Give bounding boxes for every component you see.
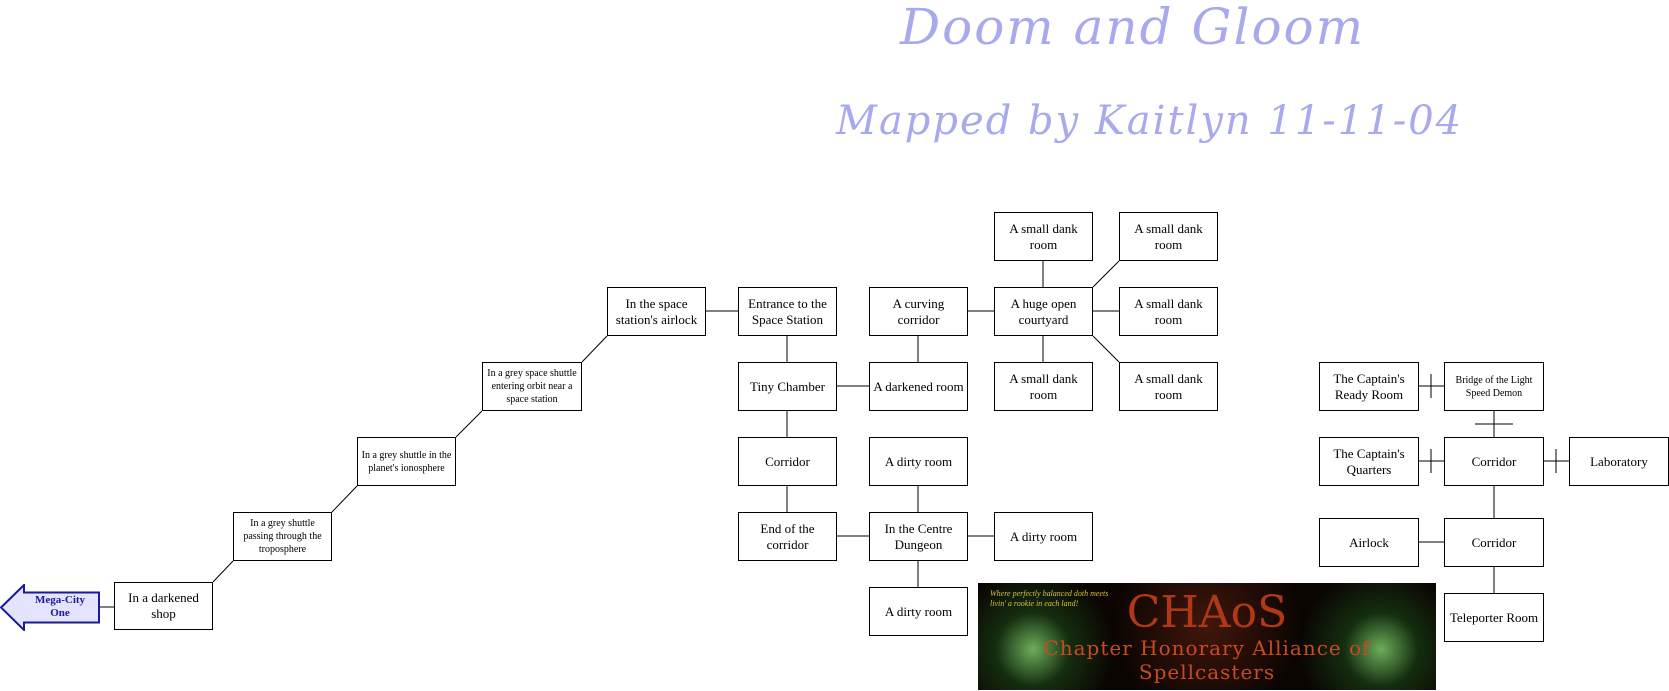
connection-line (212, 560, 234, 583)
room-curving-corridor[interactable]: A curving corridor (869, 287, 968, 336)
room-shuttle-ionosphere[interactable]: In a grey shuttle in the planet's ionosp… (357, 437, 456, 486)
room-small-dank-north[interactable]: A small dank room (994, 212, 1093, 261)
banner-guild-name: Chapter Honorary Alliance of Spellcaster… (1043, 636, 1371, 684)
room-corridor-ship[interactable]: Corridor (1444, 437, 1544, 486)
room-shuttle-troposphere[interactable]: In a grey shuttle passing through the tr… (233, 512, 332, 561)
connection-line (1092, 260, 1120, 288)
connection-line (581, 335, 608, 363)
room-captains-ready-room[interactable]: The Captain's Ready Room (1319, 362, 1419, 411)
room-in-a-darkened-shop[interactable]: In a darkened shop (114, 582, 213, 630)
room-dirty-room-north[interactable]: A dirty room (869, 437, 968, 486)
connection-line (331, 485, 358, 513)
connection-line (455, 410, 483, 438)
room-small-dank-east[interactable]: A small dank room (1119, 287, 1218, 336)
room-huge-courtyard[interactable]: A huge open courtyard (994, 287, 1093, 336)
room-small-dank-southeast[interactable]: A small dank room (1119, 362, 1218, 411)
room-airlock[interactable]: Airlock (1319, 518, 1419, 567)
banner-glow (978, 583, 1436, 690)
room-darkened-room[interactable]: A darkened room (869, 362, 968, 411)
chaos-banner[interactable]: Where perfectly balanced doth meets livi… (978, 583, 1436, 690)
banner-tagline: Where perfectly balanced doth meets livi… (990, 589, 1109, 608)
room-station-entrance[interactable]: Entrance to the Space Station (738, 287, 837, 336)
room-captains-quarters[interactable]: The Captain's Quarters (1319, 437, 1419, 486)
room-bridge[interactable]: Bridge of the Light Speed Demon (1444, 362, 1544, 411)
room-tiny-chamber[interactable]: Tiny Chamber (738, 362, 837, 411)
exit-arrow-icon (0, 584, 100, 631)
room-corridor-lower[interactable]: Corridor (1444, 518, 1544, 567)
room-centre-dungeon[interactable]: In the Centre Dungeon (869, 512, 968, 561)
room-teleporter[interactable]: Teleporter Room (1444, 593, 1544, 642)
connection-line (1092, 335, 1120, 363)
map-title: Doom and Gloom (900, 0, 1366, 56)
exit-mega-city-one[interactable]: Mega-City One (34, 594, 86, 619)
banner-logo: CHAoS (1126, 587, 1288, 638)
room-dirty-room-south[interactable]: A dirty room (869, 587, 968, 636)
room-corridor-west[interactable]: Corridor (738, 437, 837, 486)
room-small-dank-south[interactable]: A small dank room (994, 362, 1093, 411)
room-dirty-room-east[interactable]: A dirty room (994, 512, 1093, 561)
room-end-of-corridor[interactable]: End of the corridor (738, 512, 837, 561)
room-small-dank-northeast[interactable]: A small dank room (1119, 212, 1218, 261)
room-station-airlock[interactable]: In the space station's airlock (607, 287, 706, 336)
map-subtitle: Mapped by Kaitlyn 11-11-04 (836, 98, 1464, 144)
room-laboratory[interactable]: Laboratory (1569, 437, 1669, 486)
room-shuttle-orbit[interactable]: In a grey space shuttle entering orbit n… (482, 362, 582, 411)
